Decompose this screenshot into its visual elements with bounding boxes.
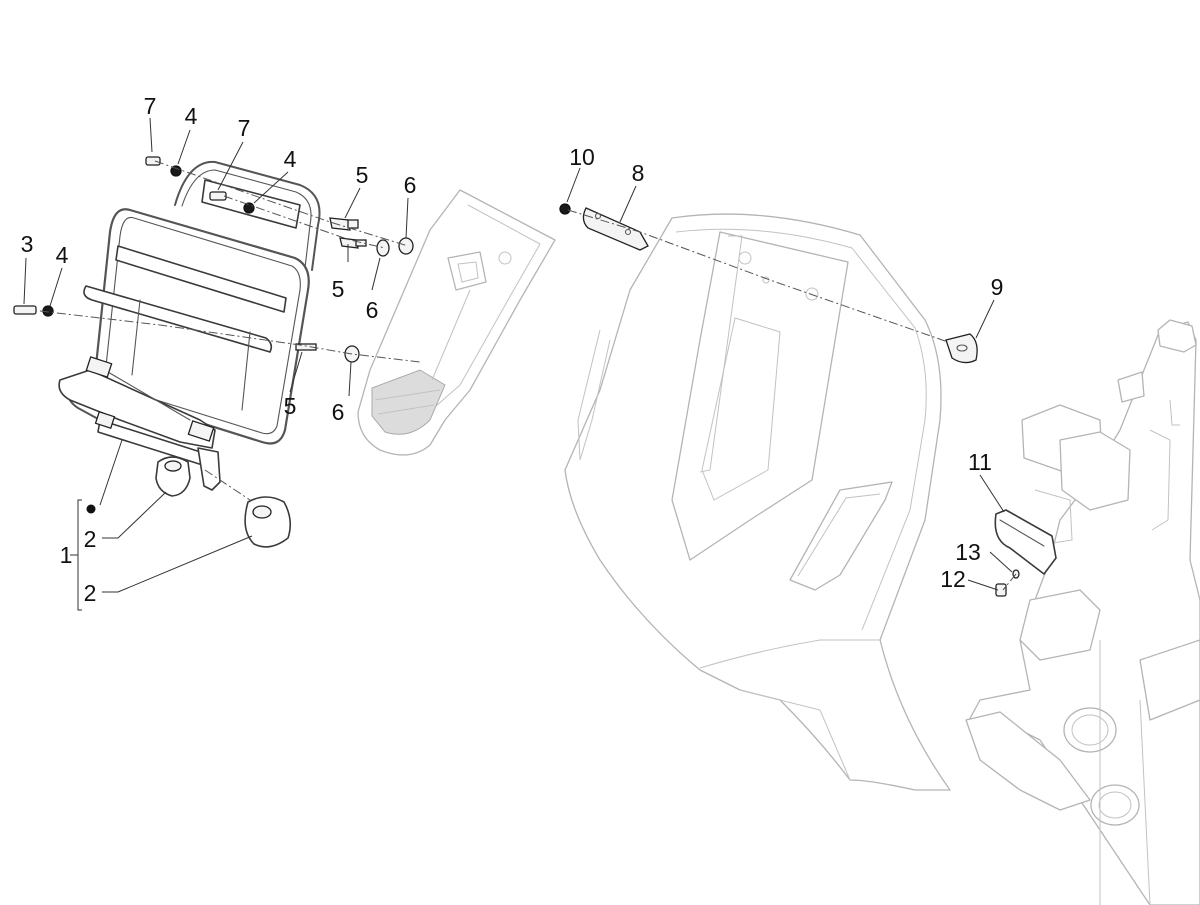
leader-lines <box>23 117 1013 611</box>
callout-7b: 7 <box>238 115 251 141</box>
callout-12: 12 <box>940 566 966 592</box>
callout-4b: 4 <box>284 146 297 172</box>
callout-5c: 5 <box>284 393 297 419</box>
callout-6a: 6 <box>404 172 417 198</box>
callout-6b: 6 <box>366 297 379 323</box>
frame-icon <box>965 319 1200 905</box>
callout-4c: 4 <box>56 242 69 268</box>
callout-1: 1 <box>60 542 73 568</box>
callout-5b: 5 <box>332 276 345 302</box>
callout-8: 8 <box>632 160 645 186</box>
callout-9: 9 <box>991 274 1004 300</box>
callout-2b: 2 <box>84 580 97 606</box>
callout-10: 10 <box>569 144 595 170</box>
kit-bullet-icon <box>86 504 96 514</box>
cover-icon <box>357 189 556 456</box>
callout-11: 11 <box>968 449 992 475</box>
callout-13: 13 <box>955 539 981 565</box>
callout-2a: 2 <box>84 526 97 552</box>
shield-icon <box>564 213 951 791</box>
callout-3: 3 <box>21 231 34 257</box>
callout-labels: 7 4 7 4 5 6 5 6 3 4 5 6 10 8 9 11 13 12 … <box>21 93 1004 606</box>
rack-icon <box>58 160 321 548</box>
assembly-axes <box>39 160 1017 591</box>
callout-6c: 6 <box>332 399 345 425</box>
callout-5a: 5 <box>356 162 369 188</box>
callout-4a: 4 <box>185 103 198 129</box>
callout-7a: 7 <box>144 93 157 119</box>
